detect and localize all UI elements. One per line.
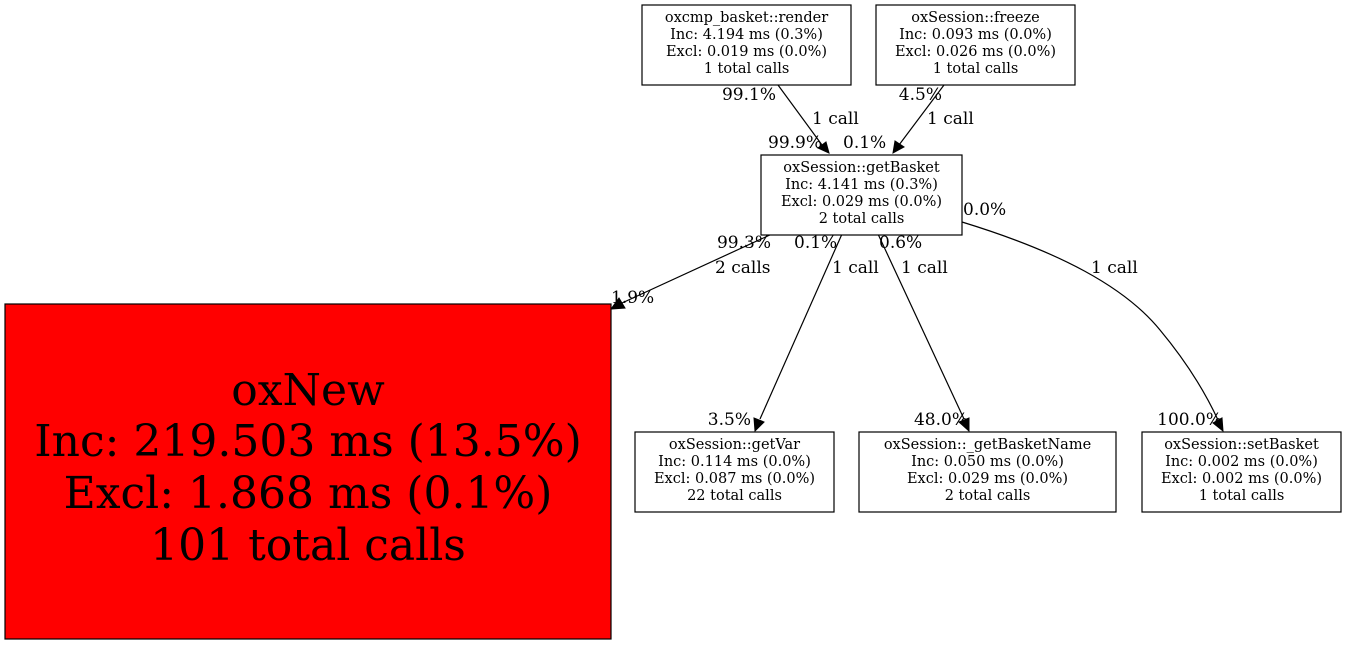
edge-getbasket-to-setbasket: 0.0% 1 call 100.0% [961, 200, 1224, 433]
edge-call-label: 1 call [901, 258, 948, 278]
node-oxsession-getbasketname[interactable]: oxSession::_getBasketName Inc: 0.050 ms … [858, 431, 1117, 513]
node-calls: 101 total calls [150, 520, 466, 571]
node-oxsession-freeze[interactable]: oxSession::freeze Inc: 0.093 ms (0.0%) E… [875, 4, 1076, 86]
node-inc: Inc: 0.114 ms (0.0%) [658, 454, 811, 470]
node-name: oxcmp_basket::render [665, 10, 828, 26]
edge-call-label: 1 call [832, 258, 879, 278]
edge-head-label: 0.1% [843, 133, 886, 153]
edge-tail-label: 99.3% [717, 233, 771, 253]
node-name: oxSession::freeze [911, 10, 1039, 26]
node-name: oxNew [231, 365, 385, 416]
node-excl: Excl: 0.019 ms (0.0%) [666, 44, 827, 60]
edge-freeze-to-getbasket: 4.5% 1 call 0.1% [843, 84, 974, 154]
node-inc: Inc: 0.002 ms (0.0%) [1165, 454, 1318, 470]
node-excl: Excl: 0.029 ms (0.0%) [907, 471, 1068, 487]
node-inc: Inc: 0.050 ms (0.0%) [911, 454, 1064, 470]
node-oxsession-getbasket[interactable]: oxSession::getBasket Inc: 4.141 ms (0.3%… [760, 154, 963, 236]
edge-head-label: 100.0% [1157, 410, 1222, 430]
node-calls: 1 total calls [933, 61, 1019, 77]
edge-getbasket-to-oxnew: 99.3% 2 calls 1.9% [609, 233, 773, 310]
node-excl: Excl: 0.029 ms (0.0%) [781, 194, 942, 210]
node-calls: 1 total calls [1199, 488, 1285, 504]
edge-tail-label: 0.0% [963, 200, 1006, 220]
node-oxsession-setbasket[interactable]: oxSession::setBasket Inc: 0.002 ms (0.0%… [1141, 431, 1342, 513]
node-inc: Inc: 4.194 ms (0.3%) [670, 27, 823, 43]
edge-head-label: 3.5% [708, 410, 751, 430]
node-inc: Inc: 4.141 ms (0.3%) [785, 177, 938, 193]
edge-tail-label: 0.6% [879, 233, 922, 253]
node-excl: Excl: 1.868 ms (0.1%) [64, 468, 553, 519]
edge-head-label: 1.9% [611, 288, 654, 308]
edge-tail-label: 4.5% [899, 85, 942, 105]
edge-getbasket-to-getvar: 0.1% 1 call 3.5% [708, 233, 879, 433]
node-excl: Excl: 0.026 ms (0.0%) [895, 44, 1056, 60]
node-oxsession-getvar[interactable]: oxSession::getVar Inc: 0.114 ms (0.0%) E… [634, 431, 835, 513]
edge-call-label: 1 call [927, 109, 974, 129]
edge-call-label: 1 call [812, 109, 859, 129]
edge-tail-label: 99.1% [722, 85, 776, 105]
node-name: oxSession::getBasket [783, 160, 940, 176]
edge-tail-label: 0.1% [794, 233, 837, 253]
node-inc: Inc: 219.503 ms (13.5%) [34, 416, 582, 467]
edge-head-label: 48.0% [914, 410, 968, 430]
node-calls: 1 total calls [704, 61, 790, 77]
node-calls: 2 total calls [945, 488, 1031, 504]
node-oxnew[interactable]: oxNew Inc: 219.503 ms (13.5%) Excl: 1.86… [4, 303, 612, 640]
edge-render-to-getbasket: 99.1% 1 call 99.9% [722, 84, 859, 154]
node-name: oxSession::getVar [669, 437, 800, 453]
node-excl: Excl: 0.087 ms (0.0%) [654, 471, 815, 487]
edge-call-label: 2 calls [715, 258, 770, 278]
node-oxcmp-basket-render[interactable]: oxcmp_basket::render Inc: 4.194 ms (0.3%… [641, 4, 852, 86]
node-calls: 2 total calls [819, 211, 905, 227]
node-calls: 22 total calls [687, 488, 782, 504]
edge-head-label: 99.9% [768, 133, 822, 153]
node-inc: Inc: 0.093 ms (0.0%) [899, 27, 1052, 43]
node-name: oxSession::setBasket [1164, 437, 1319, 453]
node-excl: Excl: 0.002 ms (0.0%) [1161, 471, 1322, 487]
node-name: oxSession::_getBasketName [884, 437, 1091, 453]
edge-call-label: 1 call [1091, 258, 1138, 278]
edge-getbasket-to-getbasketname: 0.6% 1 call 48.0% [877, 233, 970, 433]
